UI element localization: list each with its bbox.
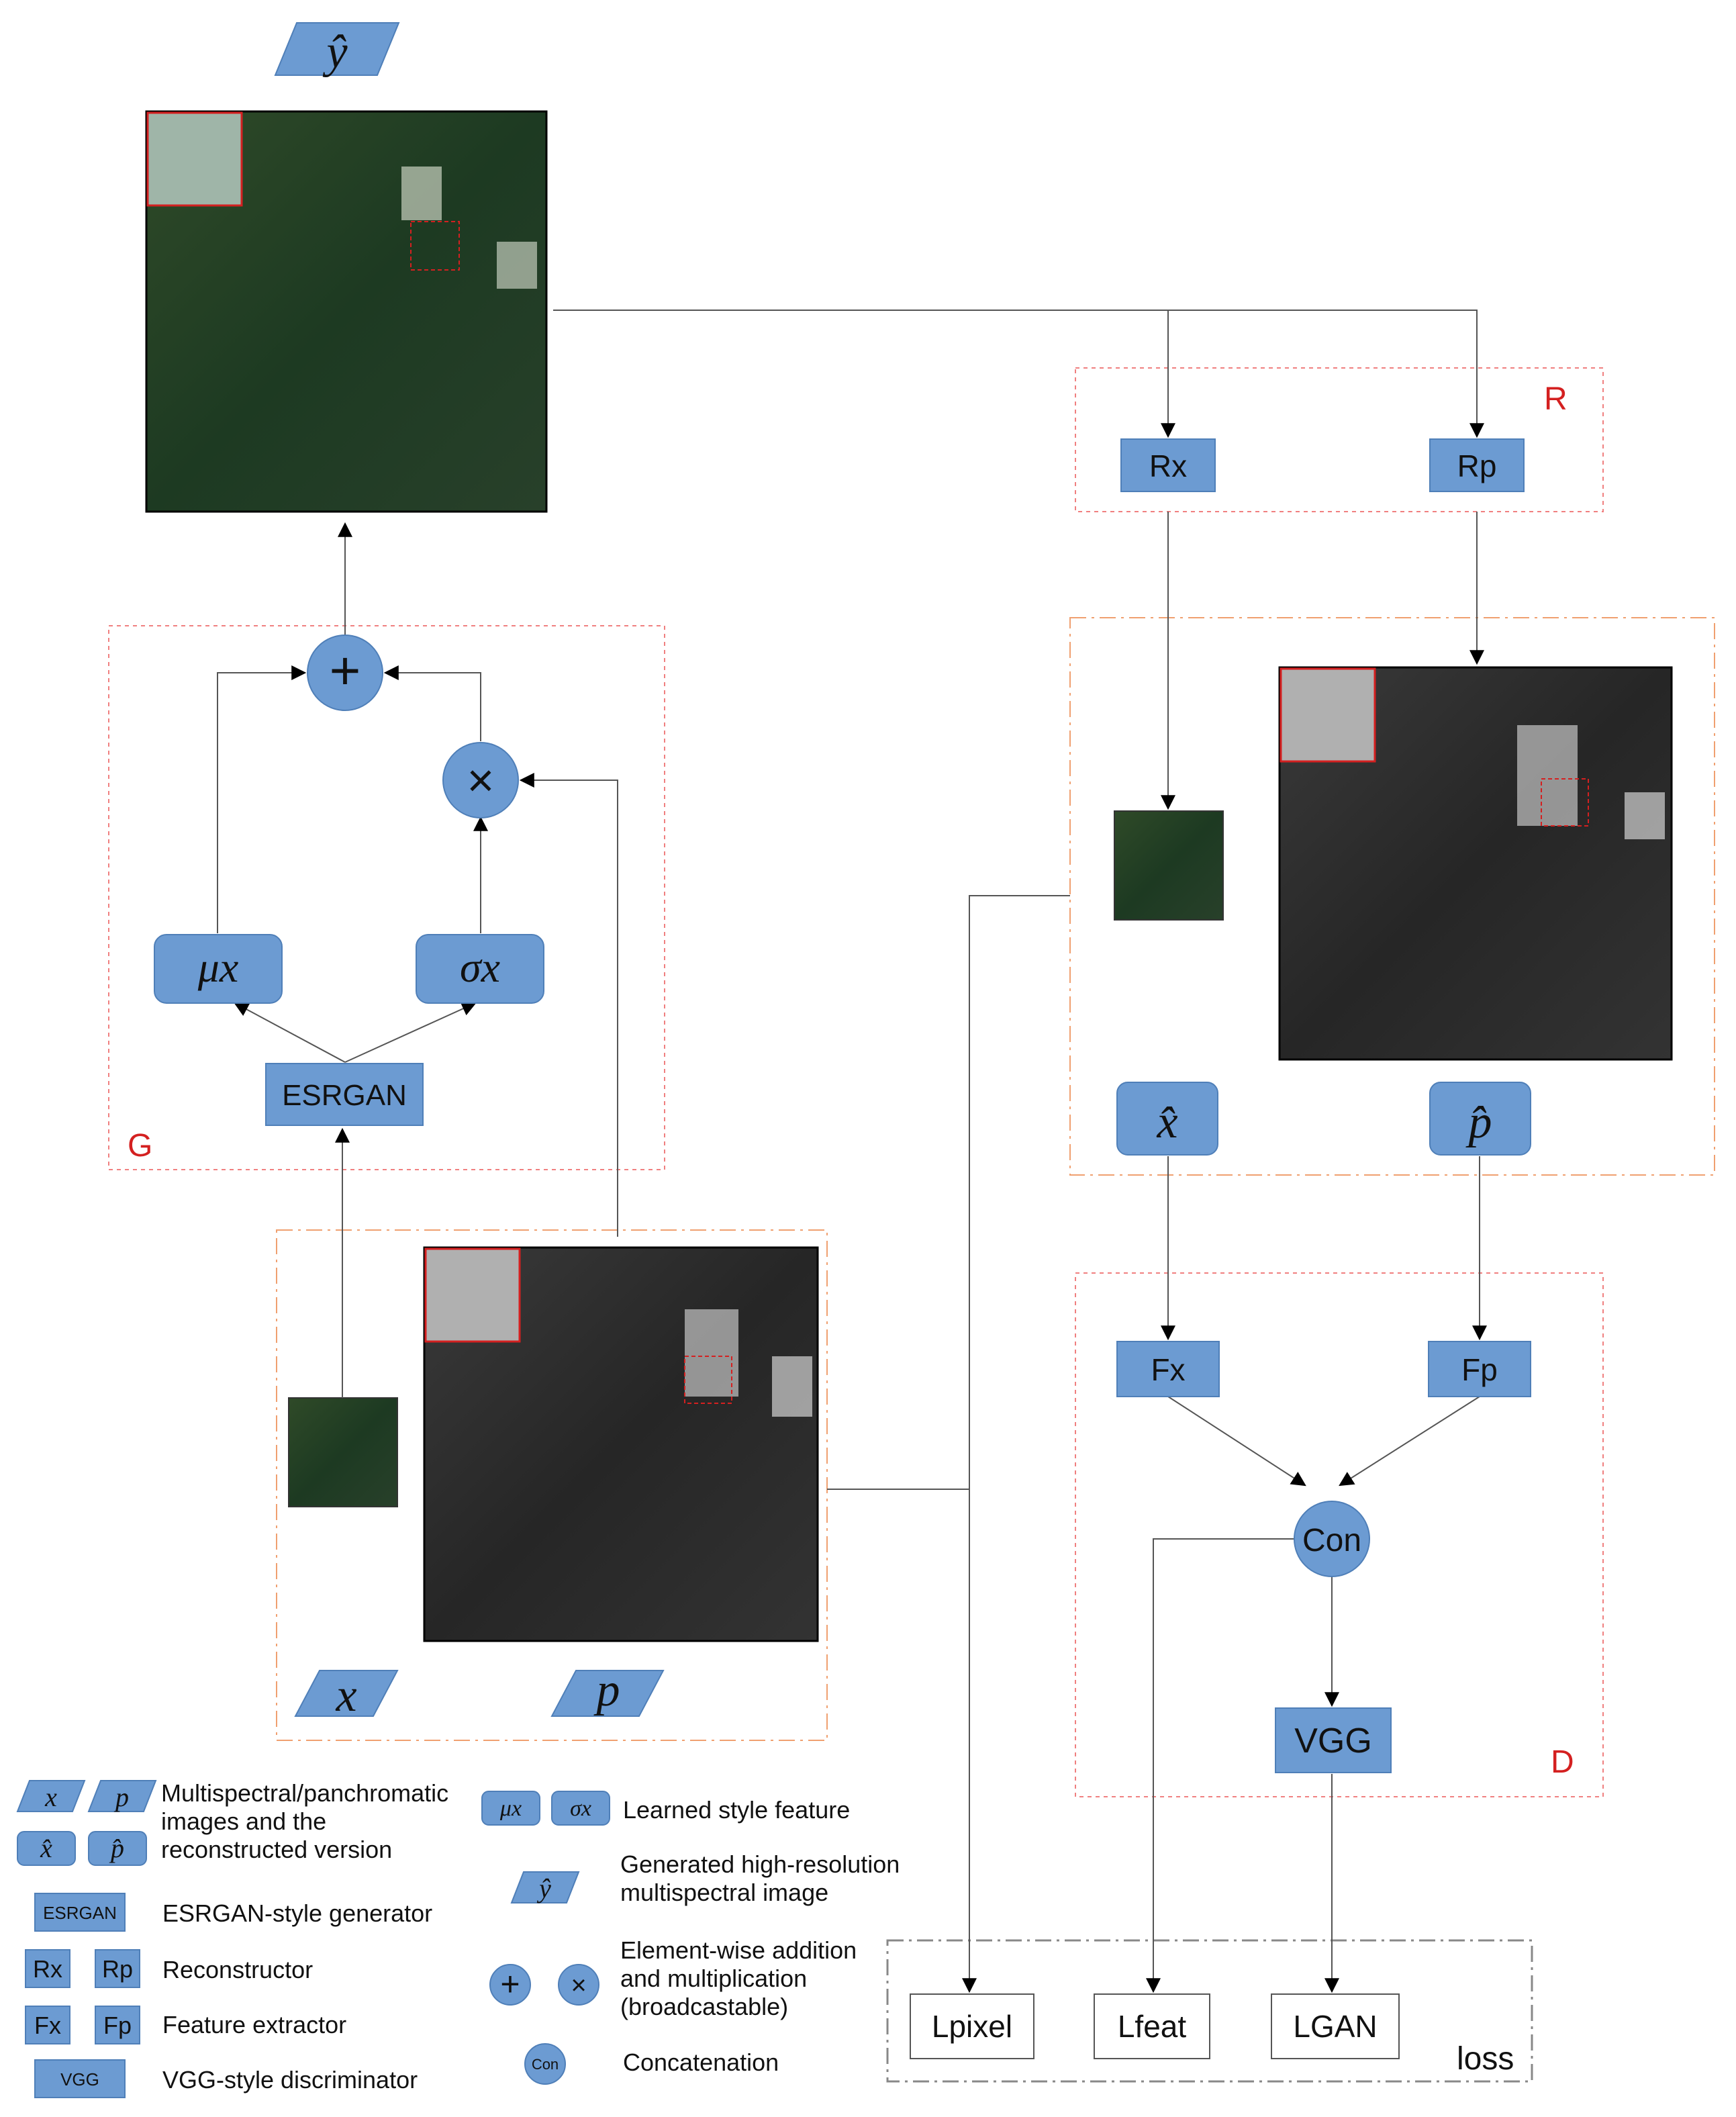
svg-text:ESRGAN: ESRGAN: [282, 1079, 407, 1112]
legend-rx-symbol: Rx: [25, 1949, 70, 1988]
svg-text:VGG: VGG: [1294, 1722, 1372, 1760]
svg-text:Lpixel: Lpixel: [932, 2009, 1012, 2044]
mu-x-node: μx: [154, 934, 283, 1004]
generator-group-label: G: [128, 1128, 152, 1164]
svg-text:Rp: Rp: [1457, 449, 1497, 483]
svg-text:σx: σx: [570, 1796, 591, 1821]
svg-text:p̂: p̂: [1465, 1096, 1492, 1148]
svg-text:LGAN: LGAN: [1293, 2009, 1377, 2044]
svg-text:Rx: Rx: [33, 1955, 62, 1983]
reconstructed-images-box: [1069, 617, 1715, 1176]
legend-generated-text: Generated high-resolution multispectral …: [620, 1850, 900, 1906]
vgg-node: VGG: [1275, 1707, 1392, 1773]
con-node: Con: [1294, 1501, 1370, 1577]
loss-group-label: loss: [1457, 2041, 1514, 2077]
legend-ms-pan-text: Multispectral/panchromatic images and th…: [161, 1779, 449, 1863]
p-node: p: [550, 1664, 665, 1717]
legend-elementwise-text: Element-wise addition and multiplication…: [620, 1936, 857, 2020]
input-images-box: [276, 1229, 828, 1741]
generated-image: [145, 110, 548, 513]
legend-esrgan-symbol: ESRGAN: [34, 1893, 126, 1932]
svg-text:Lfeat: Lfeat: [1118, 2009, 1187, 2044]
legend-esrgan-text: ESRGAN-style generator: [162, 1899, 432, 1927]
connections: [217, 310, 1487, 1993]
legend-sigma-symbol: σx: [551, 1791, 610, 1826]
svg-text:μx: μx: [499, 1796, 522, 1821]
svg-text:Fx: Fx: [34, 2012, 61, 2039]
reconstructed-pan-image: [1278, 666, 1673, 1061]
x-node: x: [294, 1670, 399, 1722]
svg-text:Rp: Rp: [102, 1955, 133, 1983]
fp-node: Fp: [1428, 1341, 1531, 1397]
legend-concat-text: Concatenation: [623, 2049, 779, 2076]
svg-text:x̂: x̂: [1156, 1096, 1177, 1148]
svg-text:+: +: [500, 1965, 520, 2003]
legend: x p x̂ p̂ Multispectral/panchromatic ima…: [16, 1779, 900, 2098]
svg-text:Rx: Rx: [1149, 449, 1187, 483]
legend-x-symbol: x: [16, 1780, 86, 1812]
legend-plus-symbol: +: [489, 1964, 531, 2006]
svg-text:+: +: [330, 641, 361, 700]
fx-node: Fx: [1116, 1341, 1220, 1397]
legend-fx-symbol: Fx: [25, 2006, 70, 2044]
svg-text:ŷ: ŷ: [536, 1873, 551, 1903]
svg-text:VGG: VGG: [60, 2069, 99, 2089]
svg-text:Fx: Fx: [1151, 1352, 1185, 1387]
rx-node: Rx: [1120, 438, 1216, 492]
svg-text:Fp: Fp: [1461, 1352, 1498, 1387]
discriminator-group-box: [1075, 1272, 1604, 1797]
p-hat-node: p̂: [1429, 1082, 1531, 1156]
svg-text:Fp: Fp: [103, 2012, 132, 2039]
svg-text:μx: μx: [197, 943, 239, 991]
loss-feat: Lfeat: [1094, 1993, 1210, 2059]
reconstructor-group-label: R: [1544, 381, 1568, 417]
legend-fp-symbol: Fp: [95, 2006, 140, 2044]
svg-text:x̂: x̂: [40, 1833, 52, 1863]
legend-y-hat-symbol: ŷ: [510, 1871, 580, 1903]
svg-text:x: x: [335, 1670, 356, 1722]
svg-text:ŷ: ŷ: [322, 26, 348, 78]
input-pan-image: [423, 1246, 819, 1642]
legend-con-symbol: Con: [524, 2043, 566, 2085]
svg-text:Con: Con: [532, 2056, 559, 2073]
loss-group-box: [886, 1939, 1533, 2083]
generator-group-box: [108, 625, 665, 1170]
x-hat-node: x̂: [1116, 1082, 1218, 1156]
loss-gan: LGAN: [1271, 1993, 1400, 2059]
svg-text:x: x: [44, 1782, 57, 1812]
esrgan-node: ESRGAN: [265, 1063, 424, 1126]
legend-style-text: Learned style feature: [623, 1796, 850, 1824]
legend-reconstructor-text: Reconstructor: [162, 1956, 313, 1983]
plus-operator: +: [307, 634, 383, 711]
legend-p-hat-symbol: p̂: [88, 1831, 147, 1866]
svg-text:×: ×: [571, 1971, 586, 2000]
input-ms-thumbnail: [288, 1397, 398, 1507]
loss-pixel: Lpixel: [910, 1993, 1034, 2059]
legend-feature-text: Feature extractor: [162, 2011, 346, 2038]
legend-mu-symbol: μx: [481, 1791, 540, 1826]
times-operator: ×: [442, 742, 519, 818]
legend-x-hat-symbol: x̂: [17, 1831, 76, 1866]
sigma-x-node: σx: [416, 934, 544, 1004]
svg-text:×: ×: [467, 754, 495, 806]
svg-text:p: p: [113, 1782, 129, 1812]
svg-text:p̂: p̂: [109, 1833, 124, 1863]
reconstructor-group-box: [1075, 367, 1604, 512]
svg-text:p: p: [593, 1664, 620, 1716]
svg-text:Con: Con: [1302, 1523, 1361, 1558]
reconstructed-ms-thumbnail: [1114, 810, 1224, 921]
legend-times-symbol: ×: [558, 1964, 599, 2006]
legend-vgg-symbol: VGG: [34, 2059, 126, 2098]
legend-vgg-text: VGG-style discriminator: [162, 2066, 418, 2094]
legend-p-symbol: p: [87, 1780, 157, 1812]
y-hat-node: ŷ: [274, 22, 400, 78]
legend-rp-symbol: Rp: [95, 1949, 140, 1988]
svg-text:σx: σx: [460, 943, 500, 991]
discriminator-group-label: D: [1551, 1744, 1574, 1780]
svg-text:ESRGAN: ESRGAN: [43, 1903, 117, 1923]
rp-node: Rp: [1429, 438, 1525, 492]
